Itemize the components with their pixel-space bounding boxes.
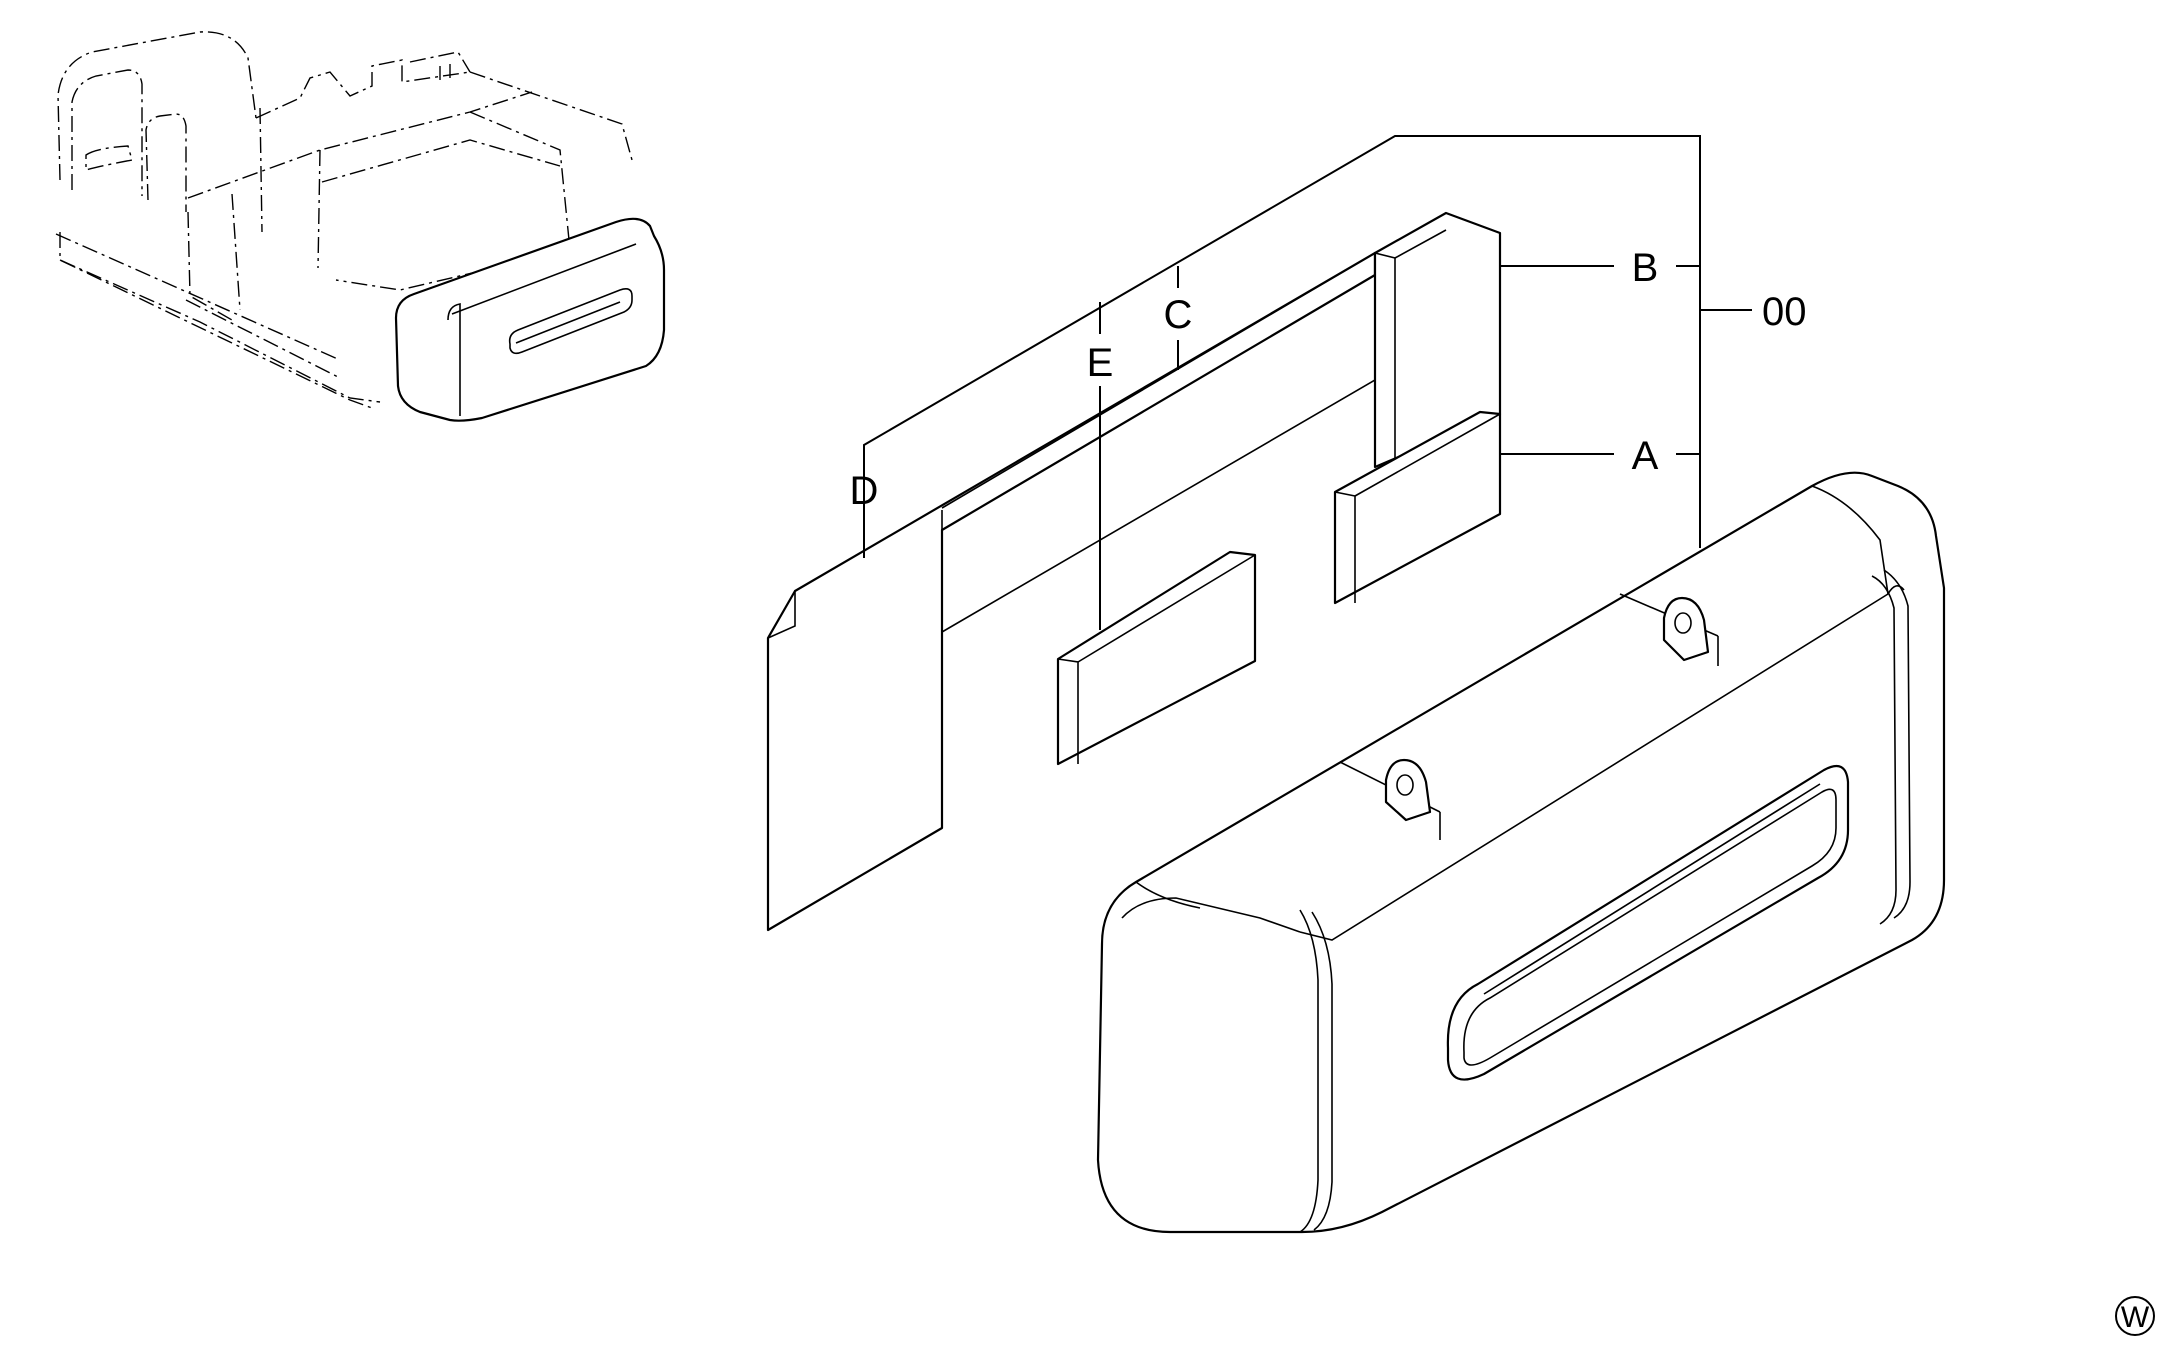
- plate-b: [1373, 211, 1502, 469]
- leader-lines: [863, 135, 1752, 630]
- assembly-reference-number: 00: [1762, 290, 1807, 334]
- callout-a: A: [1632, 434, 1659, 478]
- callout-d: D: [850, 469, 879, 513]
- callout-e: E: [1087, 341, 1114, 385]
- plate-a: [1333, 410, 1502, 605]
- circled-w-letter: W: [2121, 1301, 2150, 1334]
- machine-overview-illustration: [55, 31, 666, 422]
- circled-w-mark: W: [2115, 1296, 2155, 1336]
- callout-c: C: [1164, 293, 1193, 337]
- callout-b: B: [1632, 246, 1659, 290]
- counterweight: [1096, 471, 1946, 1234]
- plate-d: [766, 251, 1377, 932]
- plate-e: [1056, 550, 1257, 766]
